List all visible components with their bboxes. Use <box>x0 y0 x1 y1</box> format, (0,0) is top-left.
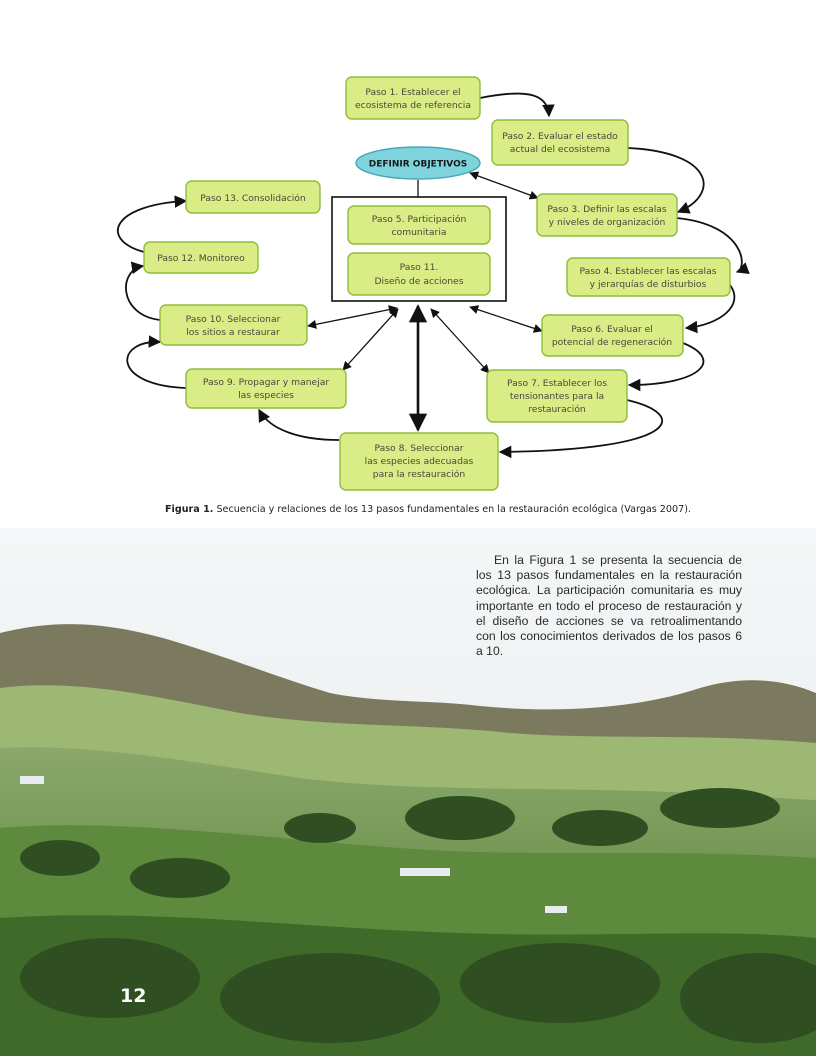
step-box-paso-4: Paso 4. Establecer las escalas y jerarqu… <box>566 257 731 297</box>
step-box-paso-1: Paso 1. Establecer el ecosistema de refe… <box>345 76 481 120</box>
page-number: 12 <box>120 985 147 1007</box>
landscape-photo <box>0 528 816 1056</box>
step-text-line: Paso 3. Definir las escalas <box>547 204 667 215</box>
step-text-line: potencial de regeneración <box>552 337 672 348</box>
step-text-line: Diseño de acciones <box>374 276 463 287</box>
step-box-paso-11: Paso 11. Diseño de acciones <box>347 252 491 296</box>
step-text-line: Paso 1. Establecer el <box>365 87 460 98</box>
step-box-paso-2: Paso 2. Evaluar el estado actual del eco… <box>491 119 629 166</box>
step-text-line: los sitios a restaurar <box>186 327 280 338</box>
figure-caption: Figura 1. Secuencia y relaciones de los … <box>165 504 785 515</box>
step-box-paso-5: Paso 5. Participación comunitaria <box>347 205 491 245</box>
step-text-line: Paso 6. Evaluar el <box>571 324 653 335</box>
sequence-arrows <box>116 92 750 459</box>
restoration-steps-diagram: DEFINIR OBJETIVOS Paso 1. Establecer el … <box>116 76 750 491</box>
figure-caption-label: Figura 1. <box>165 504 214 515</box>
step-box-paso-9: Paso 9. Propagar y manejar las especies <box>185 368 347 409</box>
step-text-line: comunitaria <box>391 227 446 238</box>
step-text-line: ecosistema de referencia <box>355 100 471 111</box>
step-box-paso-10: Paso 10. Seleccionar los sitios a restau… <box>159 304 308 346</box>
step-box-paso-13: Paso 13. Consolidación <box>185 180 321 214</box>
step-box-paso-12: Paso 12. Monitoreo <box>143 241 259 274</box>
step-text-line: Paso 5. Participación <box>372 214 467 225</box>
definir-objetivos-ellipse: DEFINIR OBJETIVOS <box>355 146 481 180</box>
step-text-line: actual del ecosistema <box>510 144 610 155</box>
step-text-line: Paso 9. Propagar y manejar <box>203 377 330 388</box>
step-box-paso-6: Paso 6. Evaluar el potencial de regenera… <box>541 314 684 357</box>
step-box-paso-7: Paso 7. Establecer los tensionantes para… <box>486 369 628 423</box>
figure-caption-text: Secuencia y relaciones de los 13 pasos f… <box>213 504 691 515</box>
step-text-line: Paso 13. Consolidación <box>200 193 306 204</box>
step-text-line: Paso 11. <box>400 262 439 273</box>
step-text-line: y niveles de organización <box>549 217 666 228</box>
step-text-line: Paso 2. Evaluar el estado <box>502 131 618 142</box>
step-box-paso-8: Paso 8. Seleccionar las especies adecuad… <box>339 432 499 491</box>
step-text-line: y jerarquías de disturbios <box>590 279 707 290</box>
definir-objetivos-label: DEFINIR OBJETIVOS <box>369 160 468 170</box>
step-text-line: Paso 12. Monitoreo <box>157 253 245 264</box>
step-text-line: Paso 10. Seleccionar <box>186 314 281 325</box>
step-text-line: tensionantes para la <box>510 391 604 402</box>
step-text-line: Paso 8. Seleccionar <box>375 443 464 454</box>
step-text-line: restauración <box>528 404 586 415</box>
step-text-line: las especies adecuadas <box>365 456 474 467</box>
step-text-line: las especies <box>238 390 294 401</box>
step-text-line: Paso 7. Establecer los <box>507 378 607 389</box>
step-text-line: para la restauración <box>373 469 466 480</box>
step-text-line: Paso 4. Establecer las escalas <box>579 266 716 277</box>
step-box-paso-3: Paso 3. Definir las escalas y niveles de… <box>536 193 678 237</box>
relation-arrows <box>307 171 543 432</box>
body-paragraph: En la Figura 1 se presenta la secuencia … <box>476 553 742 659</box>
